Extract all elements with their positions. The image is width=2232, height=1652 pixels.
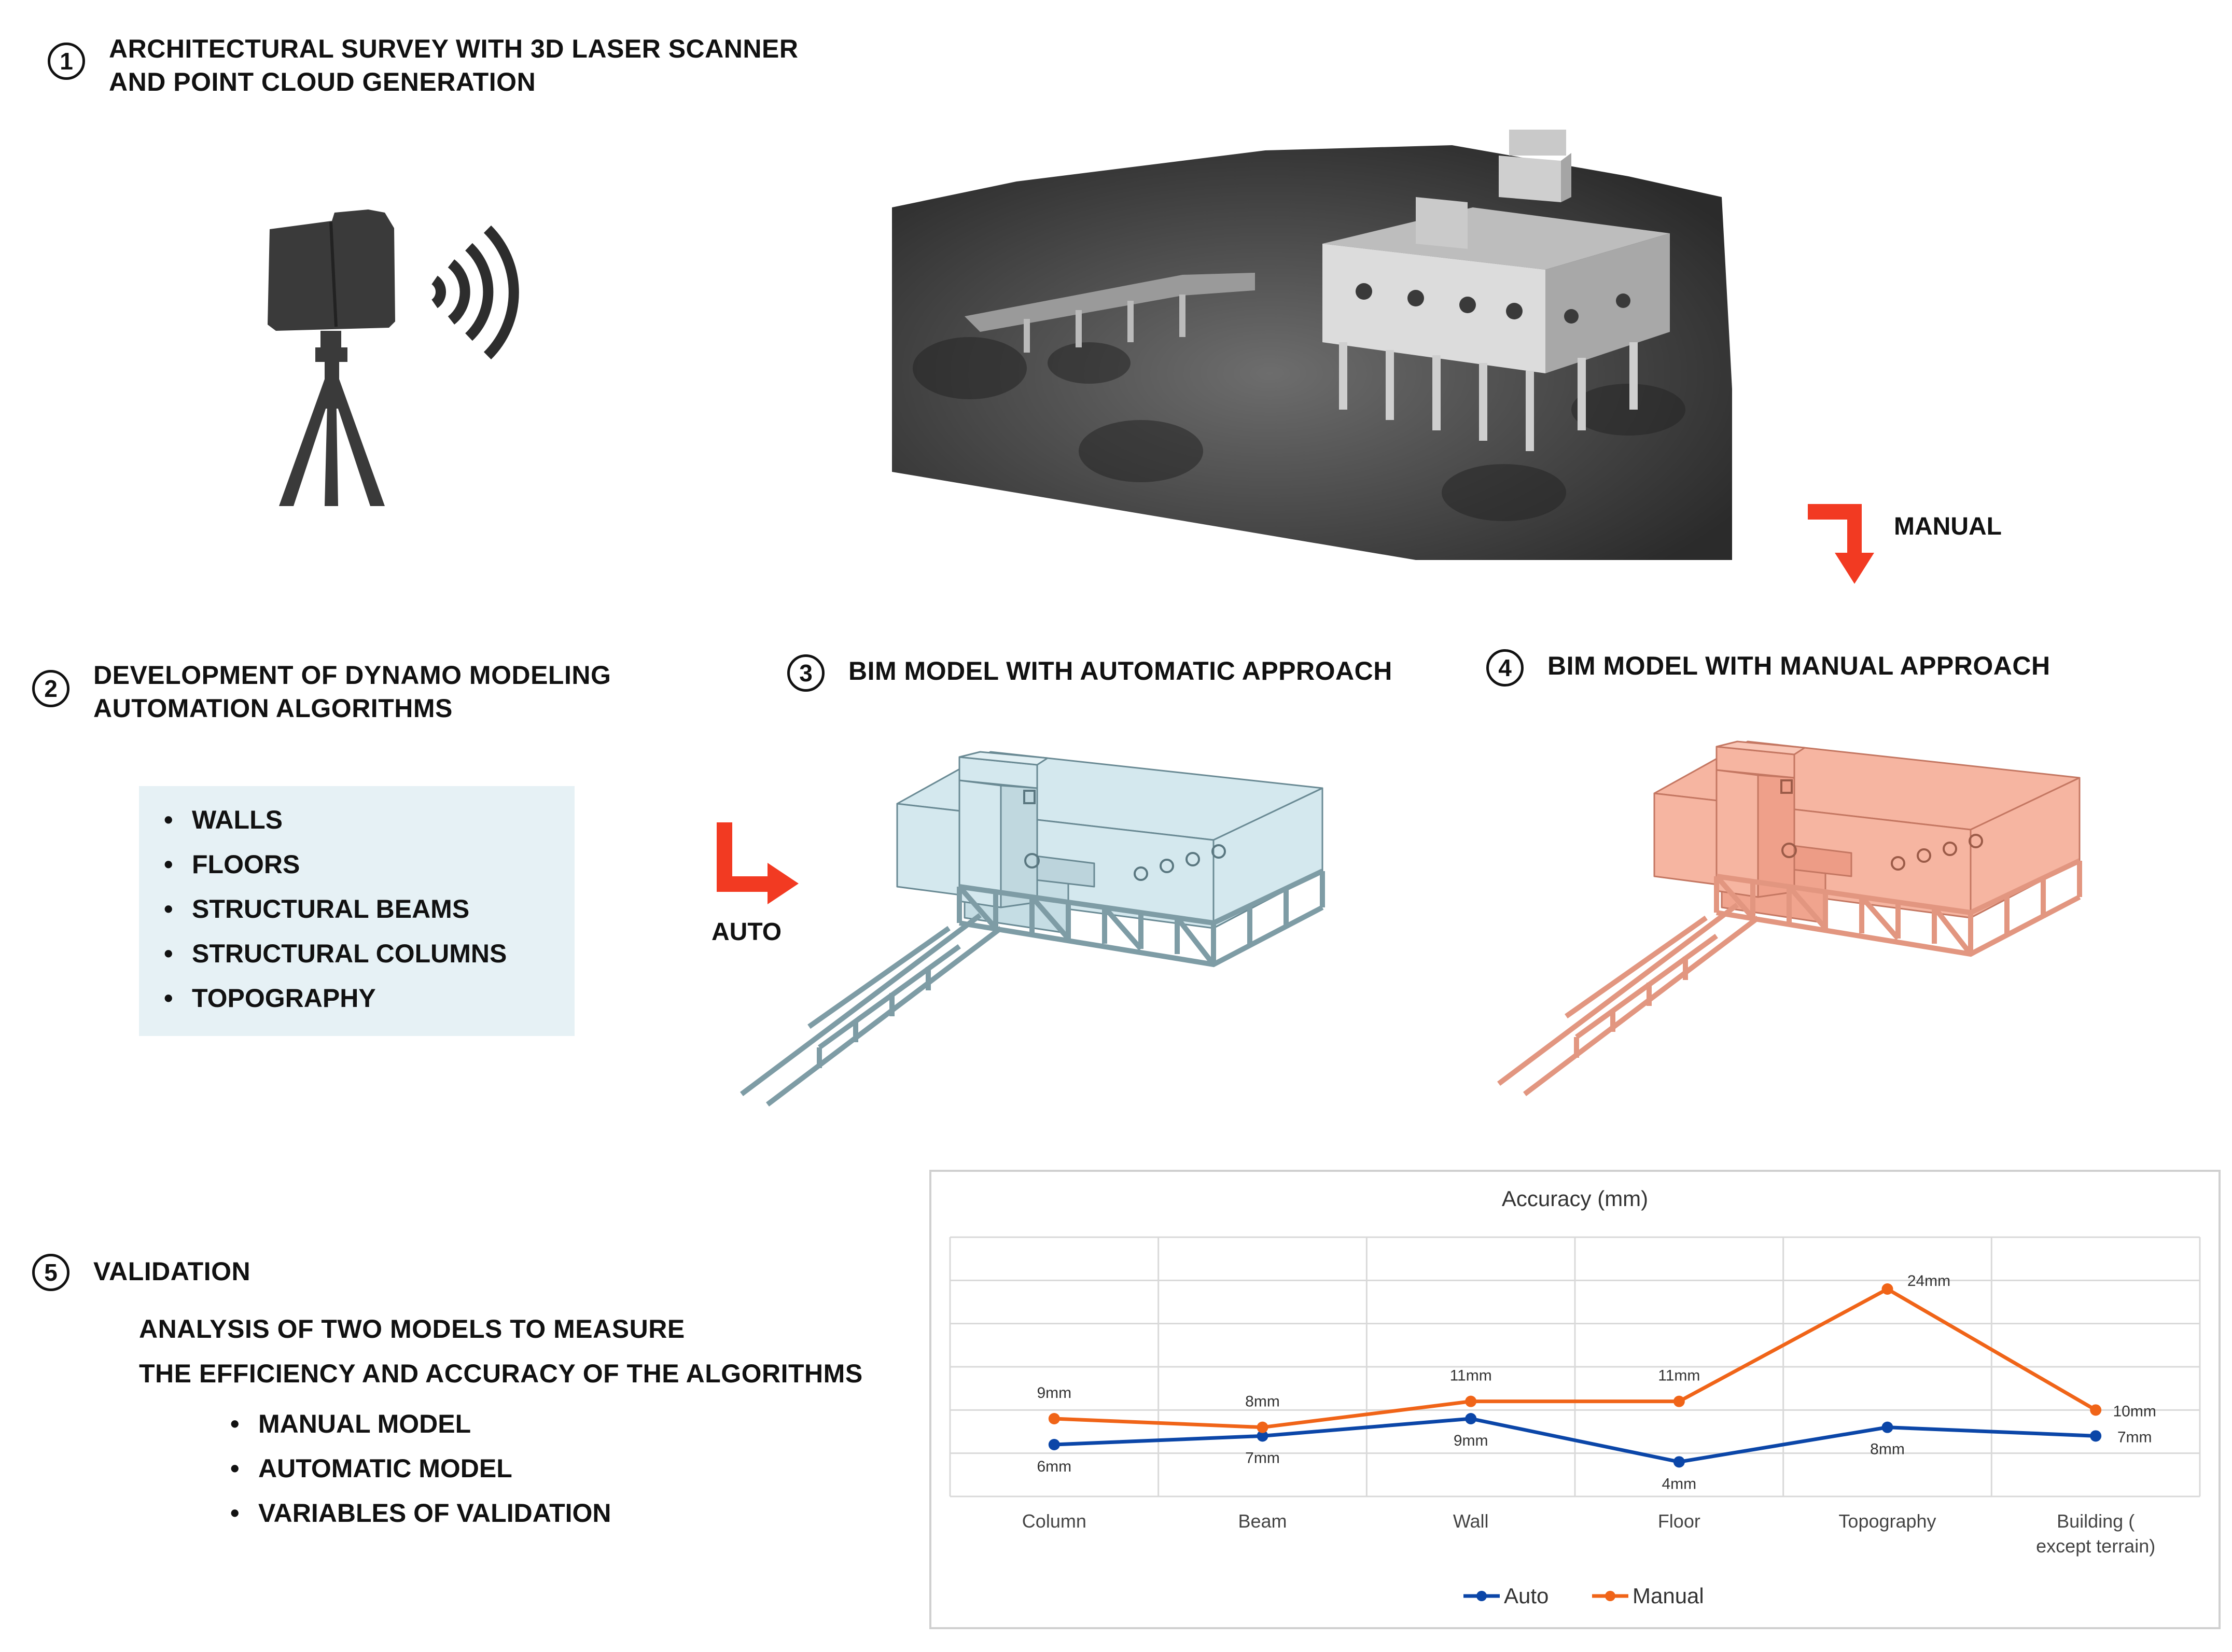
chart-point-auto (1048, 1439, 1060, 1450)
step-1-number: 1 (48, 43, 85, 80)
step-3-title: BIM MODEL WITH AUTOMATIC APPROACH (848, 656, 1392, 685)
step-3-number: 3 (787, 654, 825, 692)
chart-data-label: 7mm (1245, 1449, 1280, 1466)
algorithms-box: WALLS FLOORS STRUCTURAL BEAMS STRUCTURAL… (139, 786, 575, 1036)
bim-model-automatic (740, 751, 1325, 1107)
point-cloud-ramp-posts (1024, 295, 1185, 353)
step-2-title: DEVELOPMENT OF DYNAMO MODELING AUTOMATIO… (93, 659, 611, 725)
step-5-number: 5 (32, 1254, 69, 1291)
laser-scanner-illustration (268, 209, 519, 506)
chart-point-auto (1465, 1413, 1477, 1424)
step-1-title: ARCHITECTURAL SURVEY WITH 3D LASER SCANN… (109, 32, 798, 99)
chart-point-manual (1257, 1421, 1268, 1433)
algorithm-item: WALLS (160, 797, 575, 842)
point-cloud-hollows (913, 337, 1685, 521)
chart-data-label: 9mm (1037, 1384, 1071, 1402)
accuracy-chart: Accuracy (mm) Column Beam Wall Floor Topogra… (929, 1170, 2221, 1629)
validation-description-line2: THE EFFICIENCY AND ACCURACY OF THE ALGOR… (139, 1359, 863, 1388)
chart-data-label: 8mm (1245, 1393, 1280, 1410)
chart-point-auto (1881, 1421, 1893, 1433)
chart-data-label: 7mm (2117, 1429, 2152, 1446)
chart-x-tick-label: Building (except terrain) (2036, 1510, 2155, 1557)
auto-arrow-label: AUTO (712, 918, 782, 946)
wireless-signal-icon (431, 225, 519, 360)
step-2-number: 2 (32, 670, 69, 707)
chart-point-manual (1881, 1283, 1893, 1295)
chart-data-label: 6mm (1037, 1458, 1071, 1475)
validation-item: MANUAL MODEL (226, 1402, 611, 1446)
chart-data-label: 8mm (1870, 1441, 1905, 1458)
step-2-title-line2: AUTOMATION ALGORITHMS (93, 694, 453, 723)
chart-x-tick-label: Topography (1838, 1510, 1936, 1532)
point-cloud-illustration (892, 130, 1732, 560)
chart-point-auto (1257, 1430, 1268, 1442)
chart-data-label: 24mm (1907, 1272, 1950, 1290)
chart-data-label: 11mm (1450, 1367, 1492, 1384)
bim-model-manual (1497, 740, 2082, 1096)
algorithm-item: FLOORS (160, 842, 575, 887)
step-2-title-line1: DEVELOPMENT OF DYNAMO MODELING (93, 661, 611, 690)
step-5-title: VALIDATION (93, 1257, 251, 1286)
chart-series-line-auto (1054, 1417, 2096, 1464)
chart-data-label: 10mm (2113, 1403, 2156, 1420)
chart-data-label: 11mm (1658, 1367, 1700, 1384)
algorithm-item: STRUCTURAL COLUMNS (160, 931, 575, 976)
validation-description: ANALYSIS OF TWO MODELS TO MEASURE THE EF… (139, 1307, 863, 1396)
chart-grid (949, 1236, 2201, 1497)
step-1-title-line1: ARCHITECTURAL SURVEY WITH 3D LASER SCANN… (109, 34, 799, 63)
chart-legend: Auto Manual (1463, 1584, 1704, 1608)
legend-label-manual: Manual (1633, 1584, 1704, 1608)
manual-arrow-label: MANUAL (1894, 513, 2002, 540)
chart-point-manual (1673, 1395, 1685, 1407)
chart-x-tick-label: Column (1022, 1510, 1086, 1532)
step-4-title: BIM MODEL WITH MANUAL APPROACH (1547, 651, 2050, 680)
manual-arrow-icon (1808, 504, 1874, 584)
chart-series: 6mm 7mm 9mm 4mm 8mm 7mm 9mm 8mm 11mm 11mm 24mm 10mm (1037, 1272, 2156, 1492)
legend-marker-auto (1476, 1591, 1487, 1601)
chart-data-label: 4mm (1662, 1475, 1696, 1492)
validation-item: VARIABLES OF VALIDATION (226, 1491, 611, 1535)
legend-label-auto: Auto (1504, 1584, 1549, 1608)
step-1-title-line2: AND POINT CLOUD GENERATION (109, 67, 536, 96)
chart-point-manual (2090, 1404, 2102, 1416)
chart-point-manual (1465, 1395, 1477, 1407)
validation-list: MANUAL MODEL AUTOMATIC MODEL VARIABLES O… (226, 1402, 611, 1535)
tripod-icon (279, 331, 385, 506)
legend-marker-manual (1605, 1591, 1615, 1601)
step-4-number: 4 (1486, 649, 1524, 687)
chart-series-line-manual (1054, 1286, 2097, 1430)
chart-point-auto (1673, 1456, 1685, 1468)
chart-x-labels: Column Beam Wall Floor Topography Building (e… (1022, 1510, 2155, 1557)
point-cloud-building (1322, 130, 1670, 451)
bim-auto-stilts (957, 869, 1325, 968)
laser-scanner-icon (268, 209, 395, 331)
chart-point-manual (1048, 1413, 1060, 1424)
auto-arrow-icon (717, 822, 799, 904)
algorithm-item: STRUCTURAL BEAMS (160, 887, 575, 931)
point-cloud-ramp (965, 273, 1255, 332)
bim-auto-ramp (740, 913, 1003, 1107)
chart-title: Accuracy (mm) (1502, 1186, 1648, 1211)
bim-manual-stilts (1714, 858, 2082, 957)
chart-x-tick-label: Beam (1238, 1510, 1287, 1532)
validation-item: AUTOMATIC MODEL (226, 1446, 611, 1491)
chart-point-auto (2090, 1430, 2102, 1442)
algorithm-item: TOPOGRAPHY (160, 976, 575, 1020)
bim-manual-ramp (1497, 903, 1760, 1096)
chart-x-tick-label: Floor (1658, 1510, 1700, 1532)
algorithms-list: WALLS FLOORS STRUCTURAL BEAMS STRUCTURAL… (160, 797, 575, 1020)
chart-x-tick-label: Wall (1453, 1510, 1489, 1532)
validation-description-line1: ANALYSIS OF TWO MODELS TO MEASURE (139, 1314, 685, 1343)
chart-data-label: 9mm (1454, 1432, 1488, 1449)
